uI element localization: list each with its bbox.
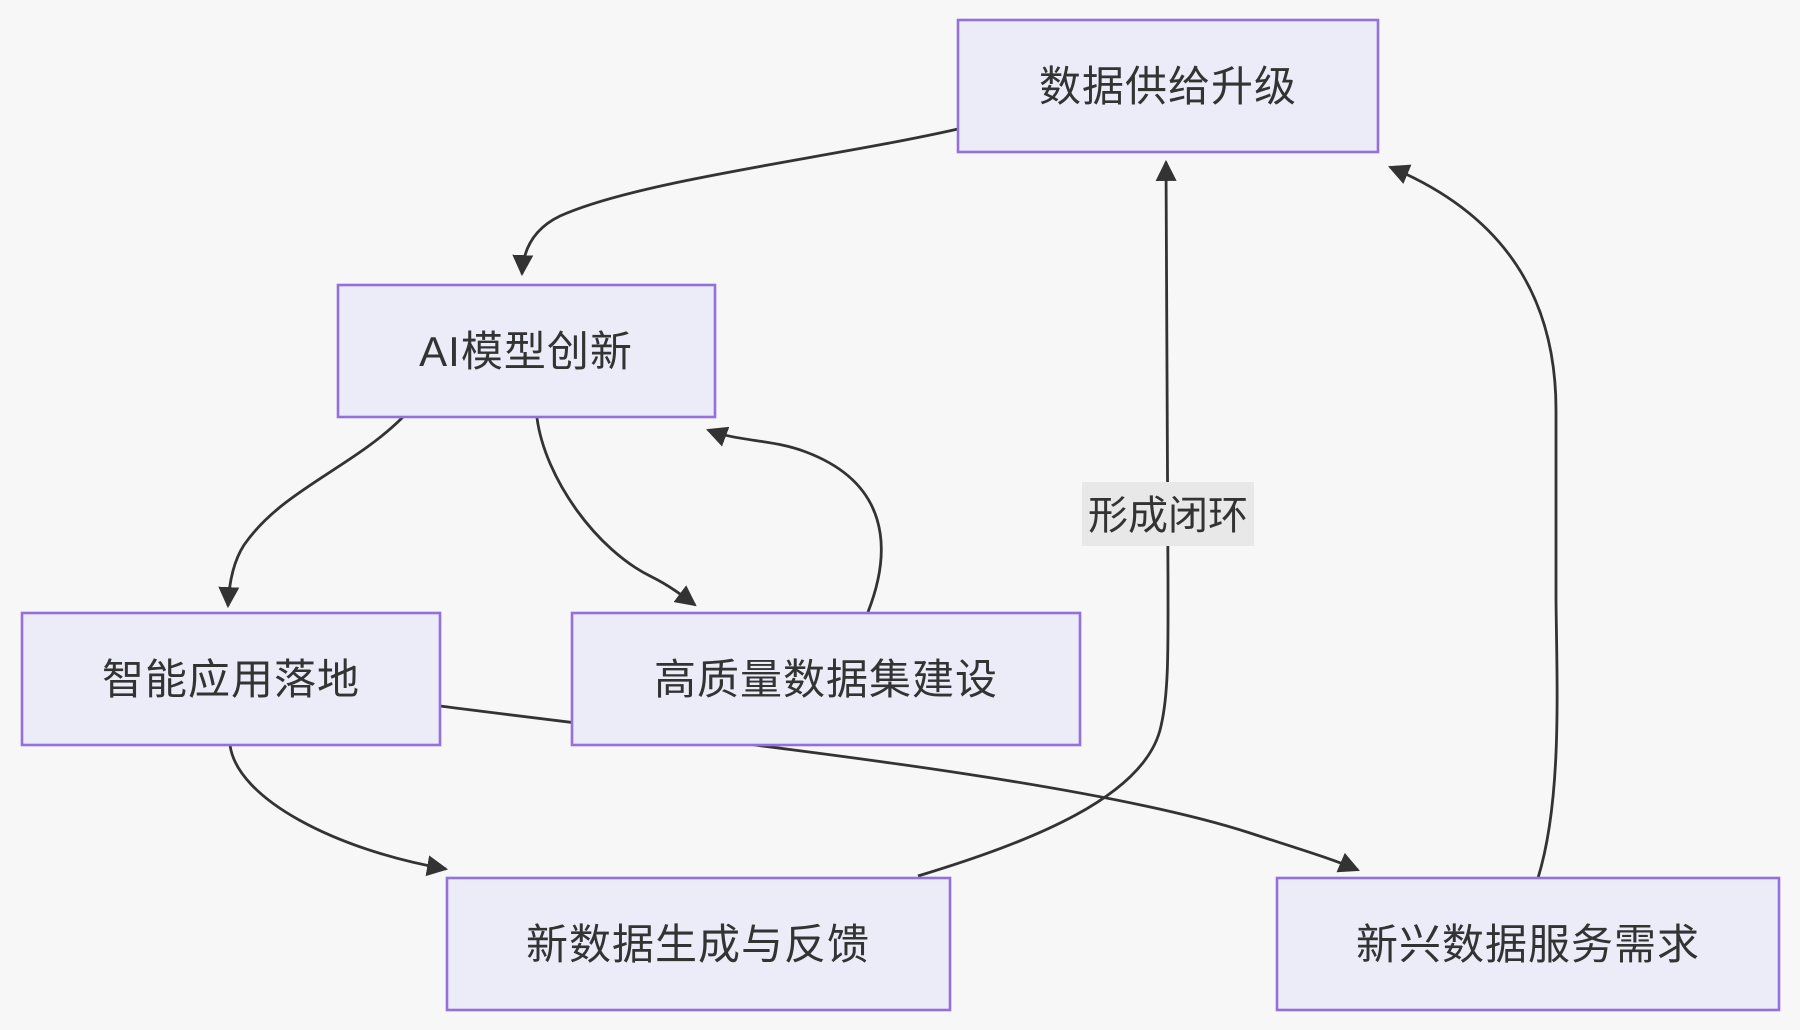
node-box <box>20 611 442 747</box>
edge-layer <box>218 127 1559 879</box>
edge-dataset-to-ai-model <box>706 426 883 613</box>
node-label: 数据供给升级 <box>1039 63 1297 110</box>
node-ai-model-innovation: AI模型创新 <box>336 283 717 419</box>
node-label: AI模型创新 <box>419 328 633 375</box>
node-box <box>570 611 1082 747</box>
edge-data-supply-to-ai-model <box>512 127 959 277</box>
node-new-data-generation-feedback: 新数据生成与反馈 <box>445 876 952 1012</box>
node-data-supply-upgrade: 数据供给升级 <box>956 18 1380 154</box>
node-high-quality-dataset-building: 高质量数据集建设 <box>570 611 1082 747</box>
edge-intelligent-app-to-new-data <box>228 744 449 877</box>
node-emerging-data-service-demand: 新兴数据服务需求 <box>1275 876 1781 1012</box>
node-box <box>336 283 717 419</box>
edge-label-text: 形成闭环 <box>1088 494 1248 538</box>
node-layer: 数据供给升级 AI模型创新 智能应用落地 高质量数据集建设 新数据生成与反馈 新 <box>20 18 1781 1012</box>
node-label: 智能应用落地 <box>102 656 360 703</box>
node-box <box>956 18 1380 154</box>
edge-ai-model-to-dataset <box>535 417 697 607</box>
node-intelligent-app-landing: 智能应用落地 <box>20 611 442 747</box>
node-box <box>445 876 952 1012</box>
edge-ai-model-to-intelligent-app <box>218 416 404 609</box>
edge-emerging-demand-to-data-supply <box>1388 164 1559 879</box>
edge-label-background <box>1082 482 1254 546</box>
node-label: 新兴数据服务需求 <box>1356 921 1700 968</box>
node-label: 新数据生成与反馈 <box>526 921 870 968</box>
node-label: 高质量数据集建设 <box>654 656 998 703</box>
edge-new-data-to-data-supply <box>917 159 1177 878</box>
node-box <box>1275 876 1781 1012</box>
edge-label-closed-loop: 形成闭环 <box>1082 482 1254 546</box>
